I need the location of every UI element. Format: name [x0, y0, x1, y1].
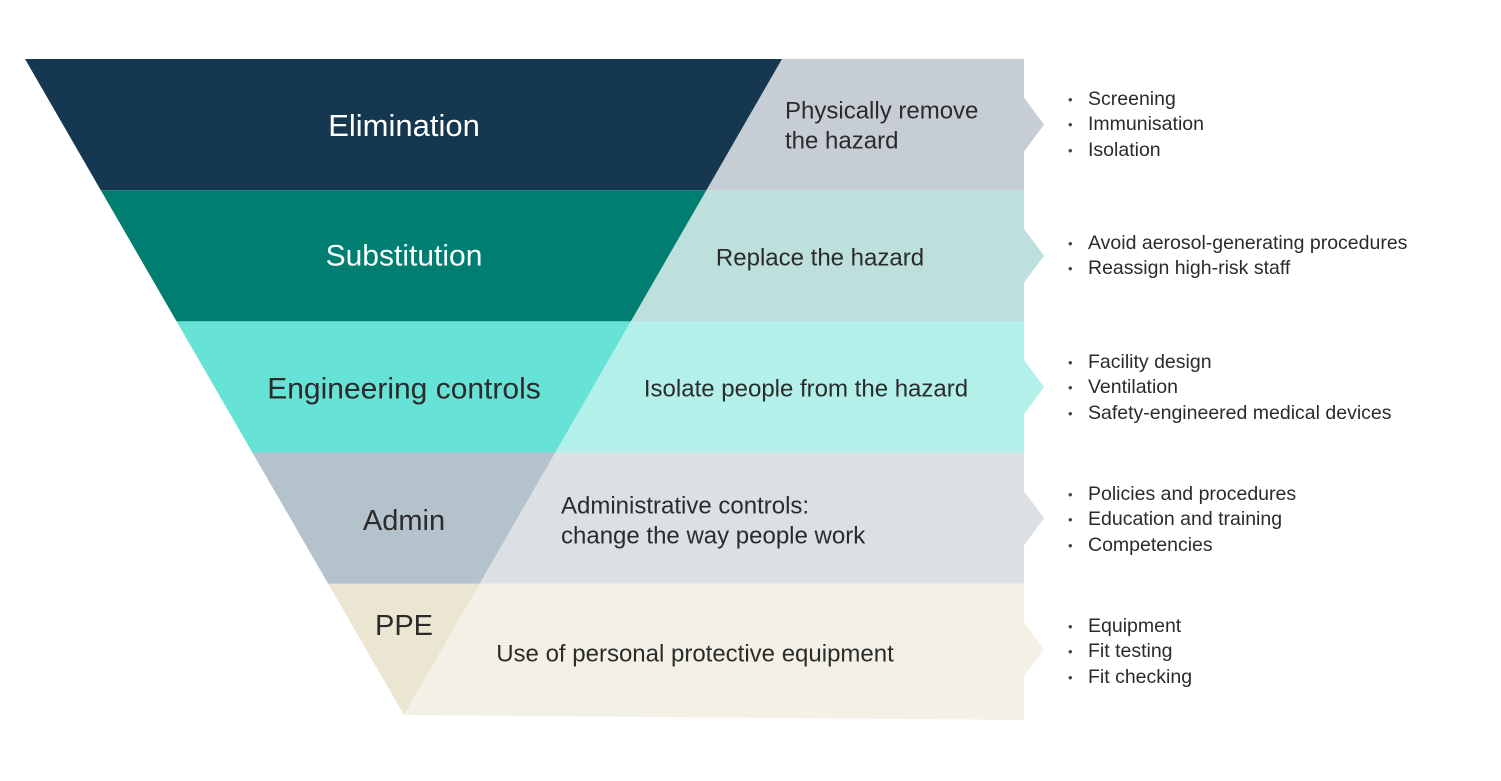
level-2-examples-list: Facility designVentilationSafety-enginee…: [1068, 350, 1392, 426]
level-0-pyramid-segment: [25, 59, 782, 191]
example-list-item: Avoid aerosol-generating procedures: [1068, 231, 1407, 257]
level-4-examples-list: EquipmentFit testingFit checking: [1068, 614, 1192, 690]
example-list-item: Isolation: [1068, 138, 1204, 164]
level-3-description-line: change the way people work: [561, 523, 866, 550]
level-4-title: PPE: [375, 610, 433, 642]
example-list-item: Competencies: [1068, 533, 1296, 559]
level-0-title: Elimination: [328, 108, 480, 143]
level-0-description-band: [706, 59, 1044, 191]
level-1-description-band: [630, 190, 1044, 322]
example-list-item: Facility design: [1068, 350, 1392, 376]
level-3-examples-list: Policies and proceduresEducation and tra…: [1068, 482, 1296, 558]
level-0-description-line: Physically remove: [785, 98, 978, 125]
level-1-title: Substitution: [326, 240, 483, 273]
level-2-description-band: [555, 321, 1044, 453]
level-2-description-line: Isolate people from the hazard: [644, 376, 968, 403]
level-4-pyramid-segment: [328, 583, 480, 715]
level-3-description-band: [479, 452, 1045, 584]
example-list-item: Immunisation: [1068, 112, 1204, 138]
level-1-examples-list: Avoid aerosol-generating proceduresReass…: [1068, 231, 1407, 282]
example-list-item: Screening: [1068, 87, 1204, 113]
example-list-item: Fit testing: [1068, 639, 1192, 665]
example-list-item: Reassign high-risk staff: [1068, 256, 1407, 282]
level-4-description-band: [404, 583, 1044, 720]
level-3-pyramid-segment: [252, 452, 556, 584]
example-list-item: Ventilation: [1068, 375, 1392, 401]
level-4-description-line: Use of personal protective equipment: [496, 641, 894, 668]
level-0-description-line: the hazard: [785, 128, 898, 155]
example-list-item: Policies and procedures: [1068, 482, 1296, 508]
example-list-item: Fit checking: [1068, 665, 1192, 691]
level-2-pyramid-segment: [176, 321, 631, 453]
level-3-description-line: Administrative controls:: [561, 493, 809, 520]
level-2-title: Engineering controls: [267, 373, 541, 406]
level-1-pyramid-segment: [100, 190, 707, 322]
example-list-item: Education and training: [1068, 507, 1296, 533]
example-list-item: Safety-engineered medical devices: [1068, 401, 1392, 427]
level-3-title: Admin: [363, 505, 445, 537]
level-1-description-line: Replace the hazard: [716, 245, 924, 272]
level-0-examples-list: ScreeningImmunisationIsolation: [1068, 87, 1204, 163]
example-list-item: Equipment: [1068, 614, 1192, 640]
